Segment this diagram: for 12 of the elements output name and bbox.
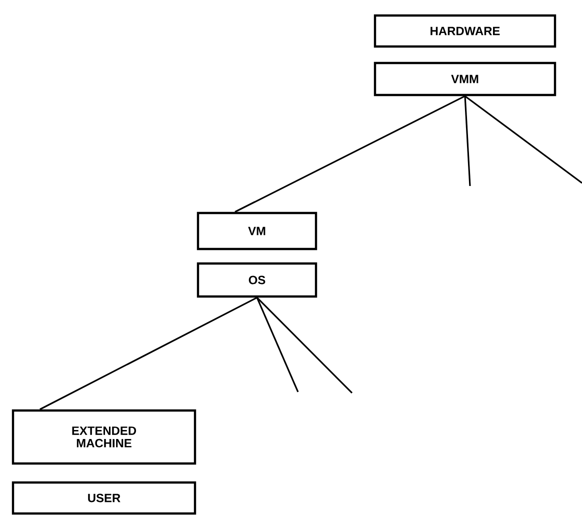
layer-box: OS	[196, 262, 318, 298]
layer-box: VM	[196, 212, 318, 250]
connector-line	[256, 297, 353, 394]
connector-line	[234, 95, 466, 213]
connector-line	[464, 96, 471, 186]
connector-line	[40, 296, 258, 410]
layer-box: EXTENDED MACHINE	[12, 409, 196, 465]
connector-line	[464, 95, 582, 184]
layer-box: USER	[12, 481, 196, 515]
connector-line	[256, 297, 299, 392]
layer-box: HARDWARE	[374, 14, 556, 48]
layer-box: VMM	[374, 62, 556, 96]
